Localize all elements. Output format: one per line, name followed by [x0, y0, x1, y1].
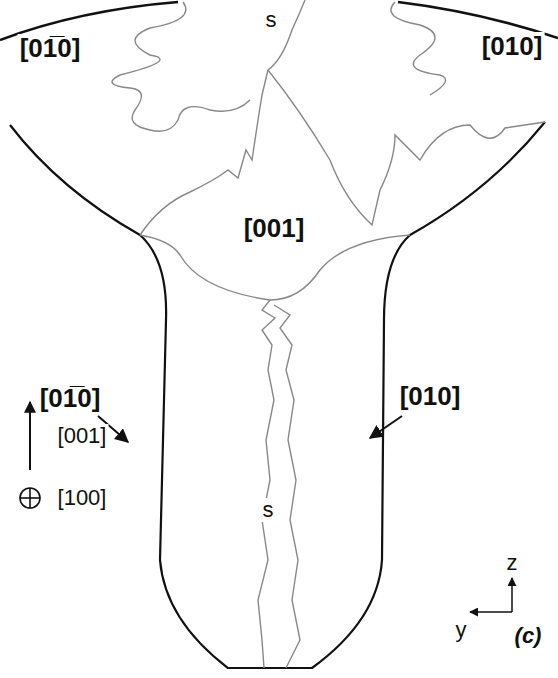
direction-arrow — [29, 402, 31, 470]
stray-grain-mark: s — [264, 8, 279, 32]
z-axis — [511, 578, 513, 612]
stray-grain-mark: s — [261, 498, 276, 522]
y-axis — [470, 611, 512, 613]
grain-orientation: [010] — [480, 32, 545, 60]
grain-boundaries — [112, 0, 545, 668]
dendrite-outline — [10, 122, 545, 668]
direction-label: [100] — [56, 486, 109, 510]
axis-label: y — [454, 618, 469, 642]
grain-orientation: [01̅0] — [38, 384, 103, 412]
pointer-arrow — [370, 416, 402, 438]
grain-orientation: [001] — [242, 214, 307, 242]
grain-orientation: [010] — [398, 382, 463, 410]
into-page-symbol — [20, 488, 40, 508]
panel-label: (c) — [513, 624, 544, 648]
axis-label: z — [505, 551, 520, 575]
direction-label: [001] — [56, 424, 109, 448]
grain-orientation: [01̅0] — [18, 34, 83, 62]
